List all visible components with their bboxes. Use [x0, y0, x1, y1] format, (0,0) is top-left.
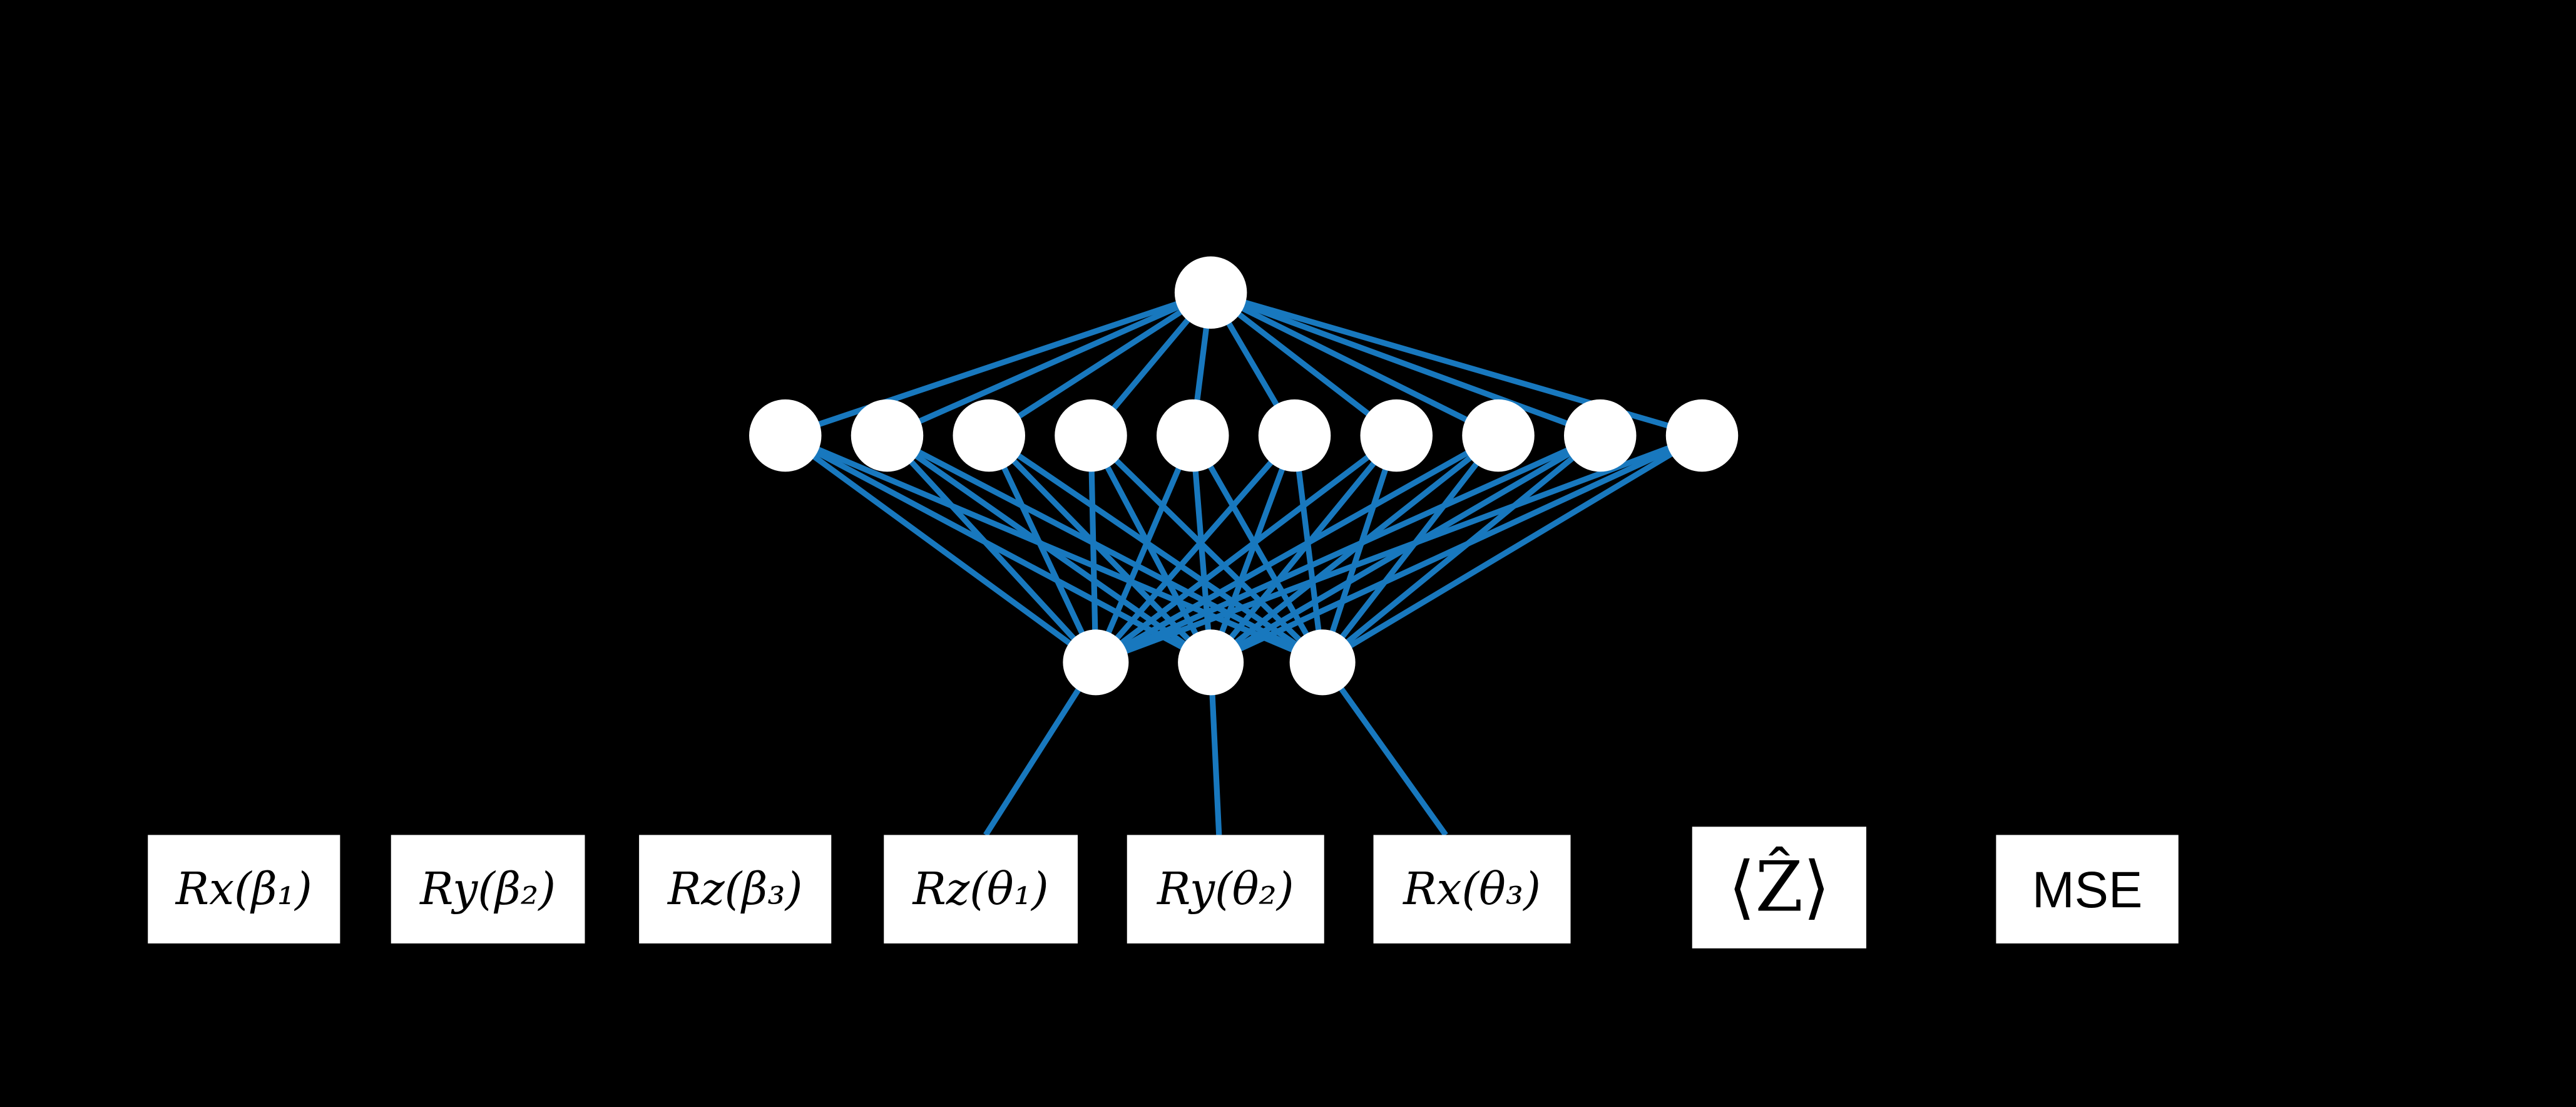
gate-box-rz-beta3: Rz(β₃)	[639, 835, 832, 944]
network-edge	[1094, 433, 1602, 666]
hidden-node	[1055, 399, 1127, 472]
gate-box-rx-theta3: Rx(θ₃)	[1373, 835, 1571, 944]
gate-label-rx-theta3: Rx(θ₃)	[1403, 863, 1541, 915]
network-edge	[1210, 289, 1602, 438]
network-edge	[1209, 433, 1704, 666]
input-node	[1289, 629, 1356, 696]
network-edge	[987, 290, 1213, 438]
network-edge	[986, 434, 1099, 664]
hidden-node	[1360, 399, 1433, 472]
gate-label-rz-theta1: Rz(θ₁)	[912, 863, 1049, 915]
hidden-node	[953, 399, 1025, 472]
hidden-node	[851, 399, 924, 472]
expectation-z-box: ⟨Ẑ⟩	[1692, 826, 1866, 949]
mse-label: MSE	[2032, 860, 2143, 919]
hidden-node	[1665, 399, 1739, 472]
network-edge	[784, 433, 1212, 665]
input-node	[1178, 629, 1244, 696]
network-edge	[1291, 435, 1326, 663]
network-edge	[987, 433, 1324, 665]
network-edge	[1320, 661, 1448, 837]
hidden-node	[1258, 399, 1331, 472]
network-edge	[886, 290, 1212, 438]
network-edge	[1209, 290, 1399, 438]
hidden-node	[1564, 399, 1637, 472]
network-edge	[1094, 433, 1500, 665]
network-edge	[1094, 433, 1399, 665]
network-edge	[1190, 434, 1326, 664]
network-edge	[1190, 435, 1214, 663]
hidden-node	[1157, 399, 1229, 472]
gate-label-ry-theta2: Ry(θ₂)	[1157, 863, 1294, 915]
gate-label-rz-beta3: Rz(β₃)	[667, 863, 803, 915]
network-edges	[784, 289, 1704, 837]
output-node	[1174, 256, 1247, 329]
gate-box-rz-theta1: Rz(θ₁)	[884, 835, 1078, 944]
gate-box-ry-theta2: Ry(θ₂)	[1127, 835, 1324, 944]
mse-box: MSE	[1996, 835, 2179, 944]
network-edge	[1208, 435, 1297, 664]
gate-label-rx-beta1: Rx(β₁)	[175, 863, 312, 915]
network-edge	[1321, 433, 1704, 665]
network-edge	[885, 433, 1213, 665]
network-edge	[1095, 433, 1704, 666]
network-edge	[983, 661, 1098, 837]
input-node	[1063, 629, 1129, 696]
network-edge	[1209, 290, 1500, 438]
network-edge	[1093, 434, 1195, 664]
network-edge	[1088, 433, 1325, 665]
network-edge	[1088, 435, 1099, 662]
network-edge	[784, 289, 1212, 438]
gate-box-ry-beta2: Ry(β₂)	[391, 835, 585, 944]
network-edge	[784, 433, 1098, 665]
hidden-node	[749, 399, 822, 472]
gate-box-rx-beta1: Rx(β₁)	[148, 835, 340, 944]
expectation-z-label: ⟨Ẑ⟩	[1728, 846, 1831, 927]
gate-label-ry-beta2: Ry(β₂)	[420, 863, 556, 915]
network-edge	[1319, 435, 1399, 664]
network-edge	[885, 433, 1098, 664]
network-nodes	[749, 256, 1739, 696]
network-edge	[1093, 433, 1297, 664]
network-edge	[886, 433, 1324, 665]
network-edge	[1209, 433, 1399, 664]
hidden-node	[1462, 399, 1535, 472]
